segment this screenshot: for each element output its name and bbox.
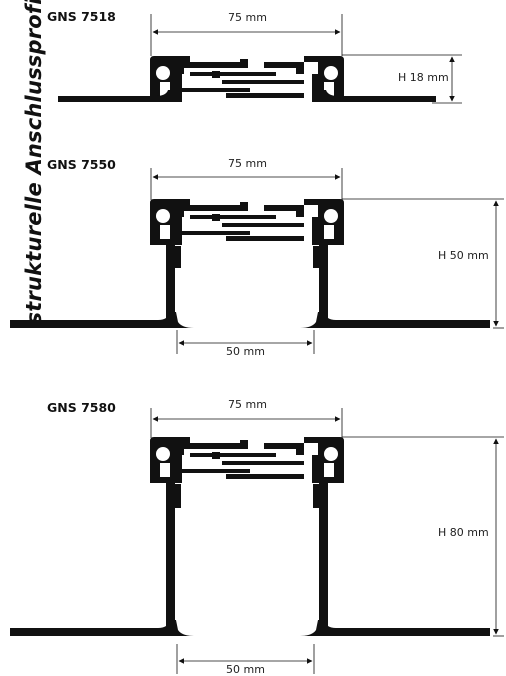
width-label-7580: 75 mm <box>228 398 267 411</box>
height-label-7580: H 80 mm <box>438 526 489 539</box>
width-label-7550: 75 mm <box>228 157 267 170</box>
profile-name-7580: GNS 7580 <box>47 400 116 415</box>
profile-name-7518: GNS 7518 <box>47 9 116 24</box>
gap-label-7580: 50 mm <box>226 663 265 676</box>
height-label-7518: H 18 mm <box>398 71 449 84</box>
profile-name-7550: GNS 7550 <box>47 157 116 172</box>
width-label-7518: 75 mm <box>228 11 267 24</box>
gap-label-7550: 50 mm <box>226 345 265 358</box>
height-label-7550: H 50 mm <box>438 249 489 262</box>
